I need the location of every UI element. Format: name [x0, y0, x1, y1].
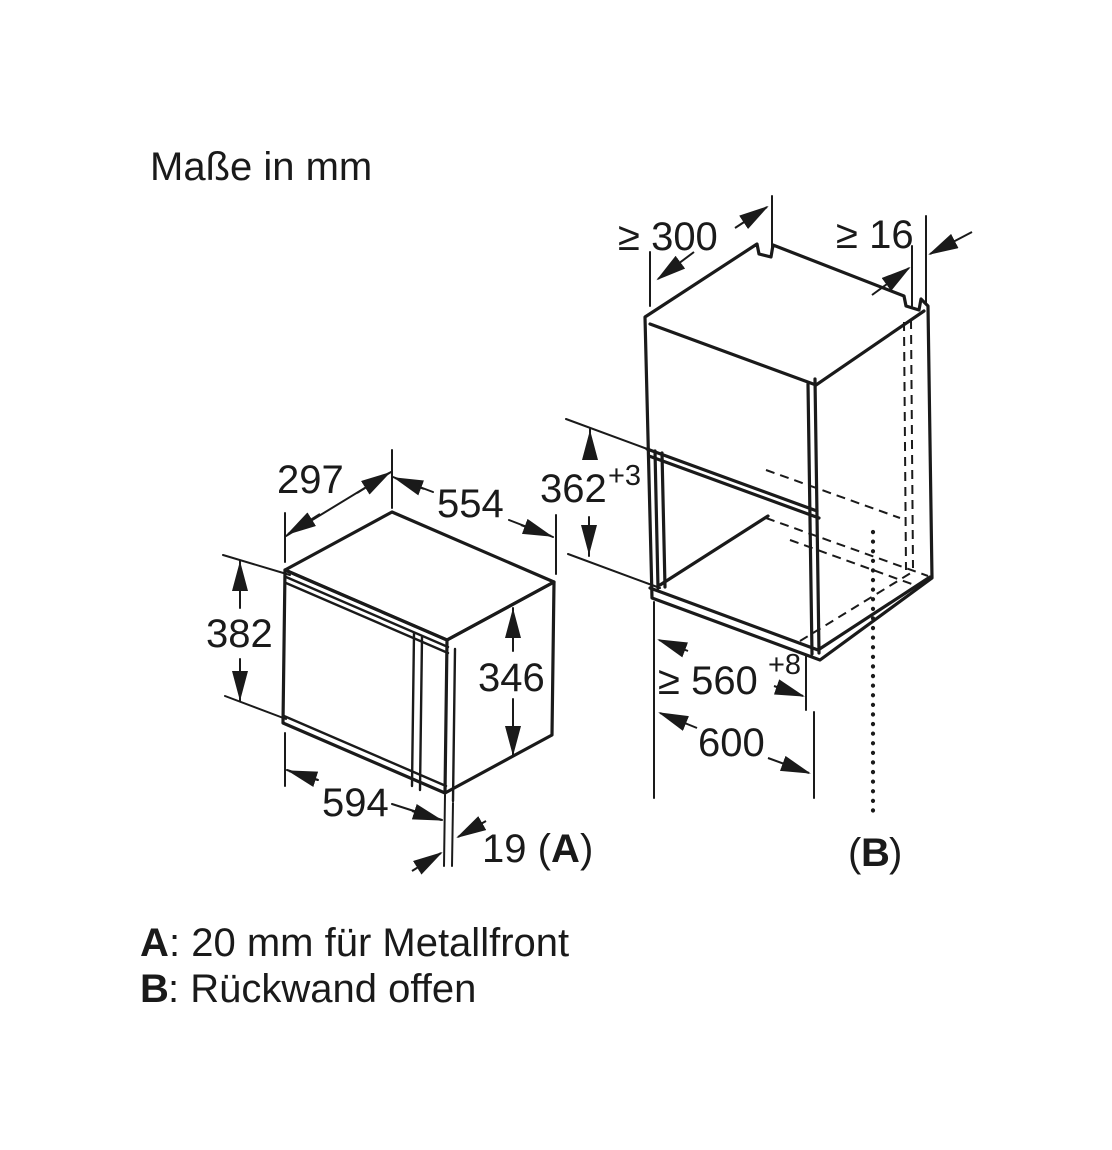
microwave-right-face [443, 580, 556, 795]
microwave-outline [281, 510, 556, 795]
cabinet-front-right-inner-edge [806, 382, 814, 656]
dim-300-label: ≥ 300 [618, 215, 718, 259]
marker-b-label: B [861, 831, 890, 875]
legend-b-text: : Rückwand offen [168, 967, 476, 1011]
cabinet-outline [643, 242, 934, 662]
dimension-arrows [232, 205, 973, 875]
cabinet-silhouette [643, 242, 934, 662]
dim-560-label: ≥ 560 [658, 659, 758, 703]
dim-16-label: ≥ 16 [836, 213, 914, 257]
dim-382-label: 382 [206, 612, 273, 656]
dim-362-tolerance: +3 [608, 460, 641, 492]
dim-560-tolerance: +8 [768, 649, 801, 681]
marker-a-close: ) [580, 827, 593, 871]
dashed-open-back-lines [765, 319, 929, 642]
dim-362-label: 362 [540, 467, 607, 511]
microwave-door-lines [282, 575, 457, 803]
legend-a-text: : 20 mm für Metallfront [169, 921, 569, 965]
dim-554-label: 554 [437, 482, 504, 526]
cabinet-floor-edges [648, 575, 932, 652]
dim-346-label: 346 [478, 656, 545, 700]
legend-b-key: B [140, 967, 169, 1011]
marker-b-close: ) [889, 831, 902, 875]
marker-a-label: A [551, 827, 580, 871]
cabinet-left-wall-edges [653, 449, 667, 590]
cabinet-panel-bottom-edges [645, 447, 821, 520]
legend-a-key: A [140, 921, 169, 965]
page-title: Maße in mm [150, 145, 372, 189]
dim-600-label: 600 [698, 721, 765, 765]
dim-594-label: 594 [322, 781, 389, 825]
cabinet-floor-wall-junction [658, 514, 770, 587]
dim-19-label: 19 ( [482, 827, 552, 871]
marker-b-open: ( [848, 831, 862, 875]
dim-297-label: 297 [277, 458, 344, 502]
